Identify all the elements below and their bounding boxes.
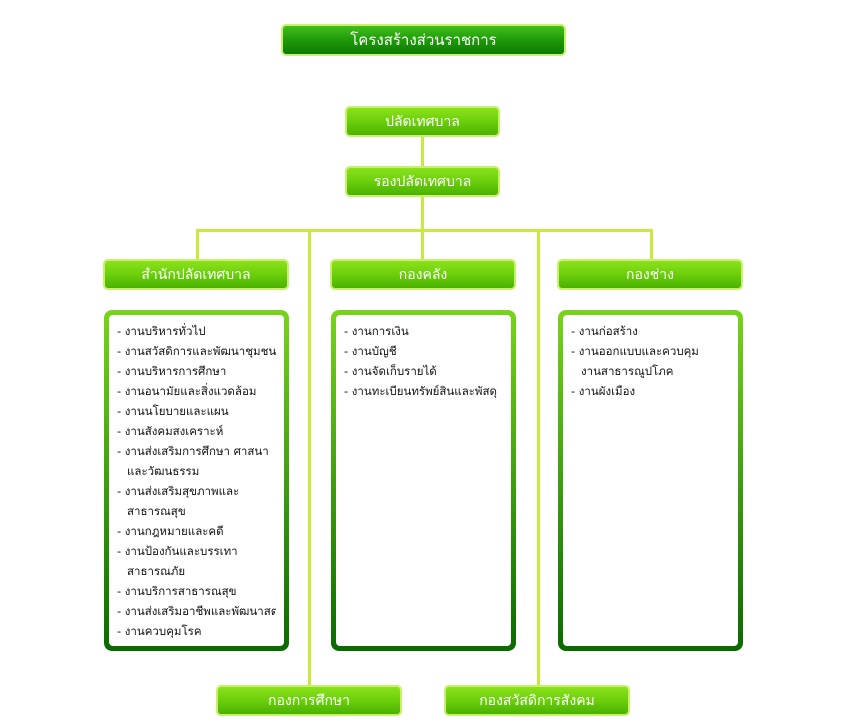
division-header: กองการศึกษา <box>216 685 402 716</box>
task-item: - งานนโยบายและแผน <box>117 404 229 418</box>
task-panel: - งานการเงิน - งานบัญชี - งานจัดเก็บรายไ… <box>331 310 516 651</box>
division-header: สำนักปลัดเทศบาล <box>103 259 289 290</box>
task-item: - งานบริหารทั่วไป <box>117 324 206 338</box>
task-item: - งานกฎหมายและคดี <box>117 524 224 538</box>
connector-division-3 <box>650 229 653 261</box>
connector-horizontal-bus <box>196 229 652 232</box>
task-item: - งานก่อสร้าง <box>571 324 638 338</box>
task-item: - งานส่งเสริมการศึกษา ศาสนาและวัฒนธรรม <box>117 444 269 478</box>
task-item: - งานบริการสาธารณสุข <box>117 584 237 598</box>
page-title: โครงสร้างส่วนราชการ <box>281 24 566 56</box>
task-item: - งานทะเบียนทรัพย์สินและพัสดุ <box>344 384 497 398</box>
deputy-box: รองปลัดเทศบาล <box>345 166 500 197</box>
task-item: - งานบัญชี <box>344 344 397 358</box>
task-item: - งานอนามัยและสิ่งแวดล้อม <box>117 384 257 398</box>
division-header: กองช่าง <box>557 259 743 290</box>
chief-box: ปลัดเทศบาล <box>345 106 500 137</box>
task-item: - งานสังคมสงเคราะห์ <box>117 424 224 438</box>
task-item: - งานบริหารการศึกษา <box>117 364 227 378</box>
task-item: - งานสวัสดิการและพัฒนาชุมชน <box>117 344 277 358</box>
task-panel: - งานบริหารทั่วไป - งานสวัสดิการและพัฒนา… <box>104 310 289 651</box>
task-item: - งานการเงิน <box>344 324 409 338</box>
task-item: - งานควบคุมโรค <box>117 624 202 638</box>
division-header: กองคลัง <box>330 259 516 290</box>
task-item: - งานส่งเสริมสุขภาพและสาธารณสุข <box>117 484 240 518</box>
connector-bottom-1 <box>308 229 311 687</box>
connector-division-1 <box>196 229 199 261</box>
task-item: - งานส่งเสริมอาชีพและพัฒนาสตรี <box>117 604 276 618</box>
task-item: - งานออกแบบและควบคุมงานสาธารณูปโภค <box>571 344 699 378</box>
task-item: - งานจัดเก็บรายได้ <box>344 364 437 378</box>
division-header: กองสวัสดิการสังคม <box>444 685 630 716</box>
task-item: - งานป้องกันและบรรเทาสาธารณภัย <box>117 544 238 578</box>
connector-bottom-2 <box>537 229 540 687</box>
connector-deputy-bus <box>421 196 424 230</box>
task-panel: - งานก่อสร้าง - งานออกแบบและควบคุมงานสาธ… <box>558 310 743 651</box>
connector-division-2 <box>421 229 424 261</box>
connector-chief-deputy <box>421 136 424 166</box>
task-item: - งานผังเมือง <box>571 384 636 398</box>
